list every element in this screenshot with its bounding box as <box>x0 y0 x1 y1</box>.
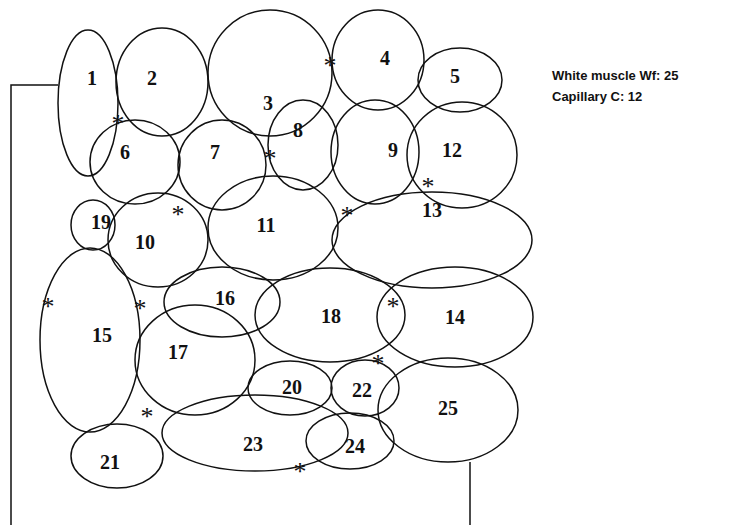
fibre-number: 9 <box>388 140 398 160</box>
muscle-fibre: 3 <box>208 10 332 136</box>
capillary-mark: * <box>422 174 435 200</box>
fibre-number: 8 <box>293 120 303 140</box>
bracket-line <box>469 462 471 525</box>
fibre-outline <box>58 30 118 176</box>
muscle-fibre: 18 <box>255 268 405 362</box>
muscle-fibre: 6 <box>90 120 180 204</box>
muscle-fibre: 24 <box>306 413 394 469</box>
muscle-fibre: 23 <box>162 395 348 471</box>
capillary-mark: * <box>141 404 154 430</box>
count-note: Capillary C: 12 <box>552 89 642 105</box>
fibre-outline <box>332 10 424 110</box>
fibre-number: 4 <box>380 48 390 68</box>
fibre-number: 5 <box>450 66 460 86</box>
fibre-number: 25 <box>438 398 458 418</box>
muscle-fibre: 1 <box>58 30 118 176</box>
fibre-number: 1 <box>87 68 97 88</box>
count-note: White muscle Wf: 25 <box>552 68 678 84</box>
muscle-fibre: 11 <box>208 176 338 280</box>
fibre-number: 22 <box>352 380 372 400</box>
muscle-fibre: 10 <box>108 193 208 287</box>
fibre-number: 11 <box>257 215 276 235</box>
capillary-mark: * <box>341 203 354 229</box>
fibre-number: 12 <box>442 140 462 160</box>
fibre-outline <box>135 305 255 415</box>
muscle-fibre: 25 <box>378 358 518 462</box>
fibre-outline <box>108 193 208 287</box>
fibre-number: 19 <box>91 212 111 232</box>
fibre-number: 20 <box>282 377 302 397</box>
fibre-number: 3 <box>263 93 273 113</box>
capillary-mark: * <box>294 459 307 485</box>
fibre-number: 16 <box>215 288 235 308</box>
fibre-number: 23 <box>243 434 263 454</box>
muscle-fibre: 17 <box>135 305 255 415</box>
fibre-number: 2 <box>147 68 157 88</box>
fibre-outline <box>162 395 348 471</box>
muscle-fibre: 21 <box>71 424 163 488</box>
muscle-fibre: 19 <box>71 200 115 250</box>
fibre-number: 21 <box>100 452 120 472</box>
bracket-line <box>11 85 58 525</box>
muscle-fibre: 22 <box>331 360 399 416</box>
capillary-mark: * <box>387 294 400 320</box>
fibre-number: 7 <box>210 142 220 162</box>
fibre-number: 15 <box>92 325 112 345</box>
fibre-number: 17 <box>168 342 188 362</box>
muscle-fibre: 9 <box>331 100 419 204</box>
muscle-fibre: 14 <box>377 267 533 367</box>
fibre-outline <box>40 248 140 432</box>
capillary-mark: * <box>172 202 185 228</box>
capillary-mark: * <box>42 294 55 320</box>
capillary-mark: * <box>372 351 385 377</box>
muscle-fibre: 15 <box>40 248 140 432</box>
muscle-fibre: 20 <box>248 361 332 415</box>
muscle-fibre: 4 <box>332 10 424 110</box>
fibre-number: 18 <box>321 306 341 326</box>
fibre-outline <box>331 100 419 204</box>
capillary-mark: * <box>112 111 125 137</box>
capillary-mark: * <box>324 53 337 79</box>
fibre-number: 13 <box>422 200 442 220</box>
muscle-fibre: 16 <box>164 267 280 337</box>
fibre-number: 14 <box>445 307 465 327</box>
muscle-fibre: 13 <box>332 192 532 288</box>
capillary-mark: * <box>264 146 277 172</box>
capillary-mark: * <box>134 296 147 322</box>
fibre-number: 24 <box>345 436 365 456</box>
fibre-outline <box>90 120 180 204</box>
fibre-number: 6 <box>120 142 130 162</box>
fibre-outline <box>208 10 332 136</box>
fibre-number: 10 <box>135 232 155 252</box>
